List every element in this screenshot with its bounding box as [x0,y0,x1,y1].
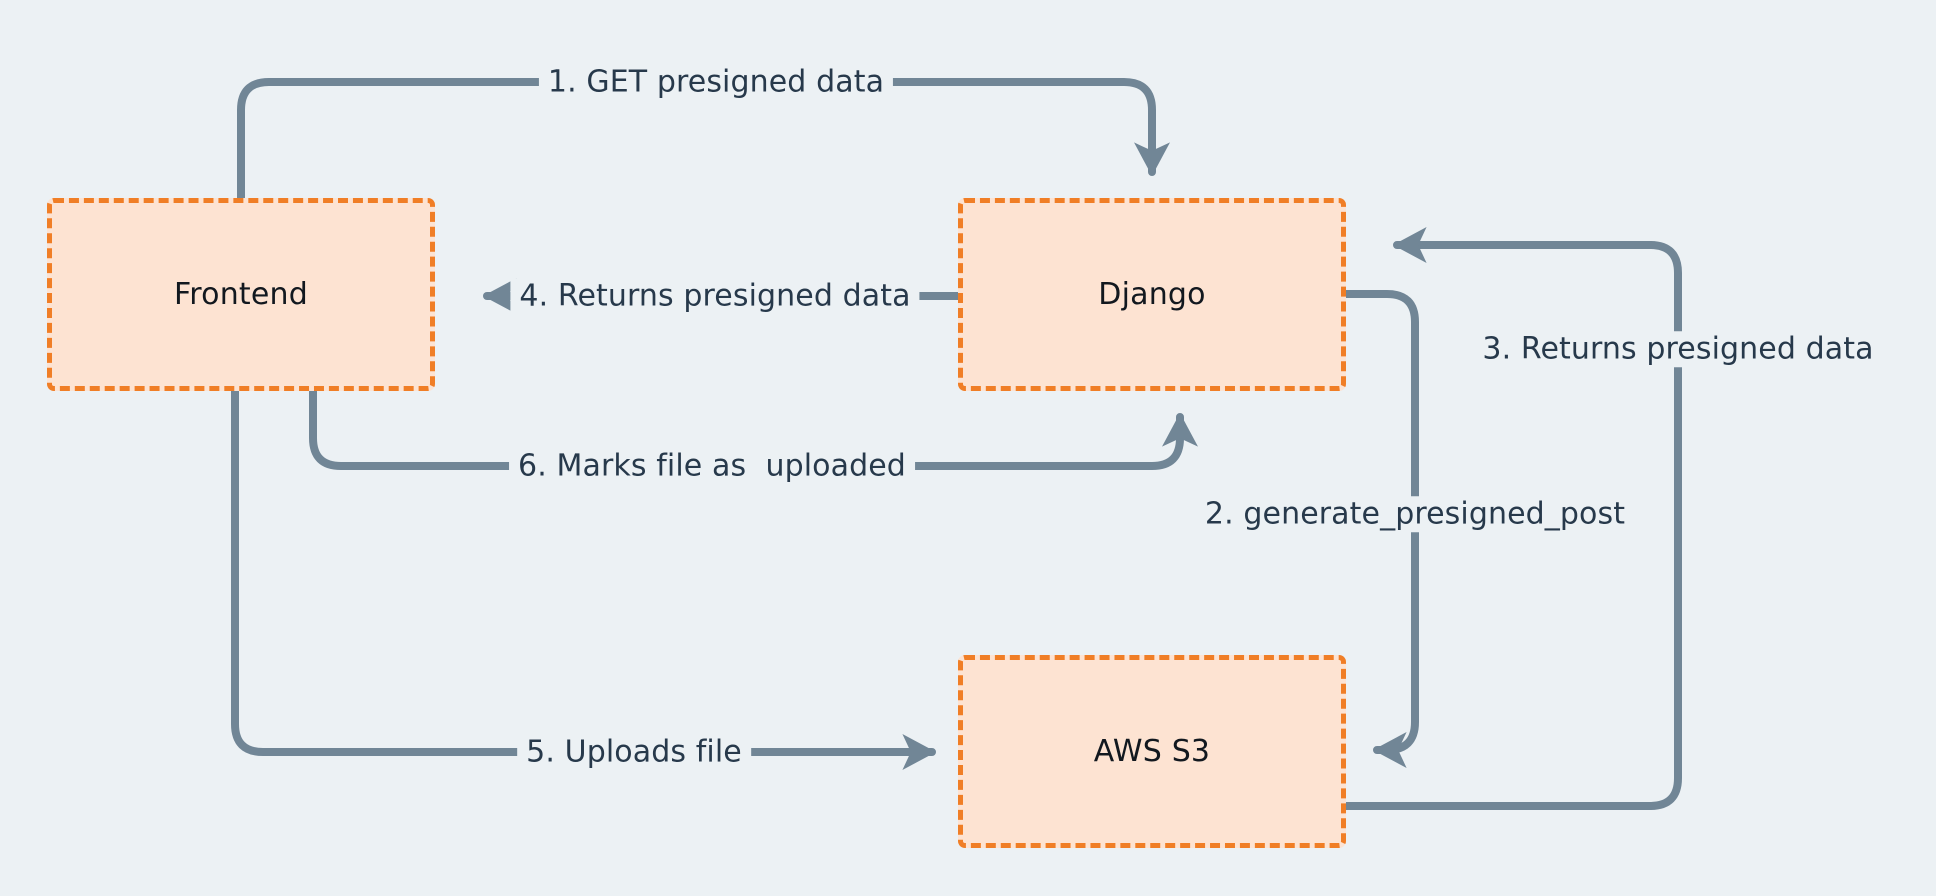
edge-path-5 [231,387,936,771]
edge-label-6: 6. Marks file as uploaded [509,448,915,484]
node-aws-s3[interactable]: AWS S3 [958,655,1346,848]
edge-label-5: 5. Uploads file [517,734,751,770]
edge-path-3 [1341,226,1682,810]
node-django[interactable]: Django [958,198,1346,391]
edge-label-3: 3. Returns presigned data [1473,331,1883,367]
node-frontend-label: Frontend [174,277,308,312]
edge-label-2: 2. generate_presigned_post [1195,496,1635,532]
edge-label-4: 4. Returns presigned data [510,278,920,314]
node-frontend[interactable]: Frontend [47,198,435,391]
node-django-label: Django [1098,277,1206,312]
edge-label-1: 1. GET presigned data [538,64,894,100]
node-aws-s3-label: AWS S3 [1093,734,1211,769]
